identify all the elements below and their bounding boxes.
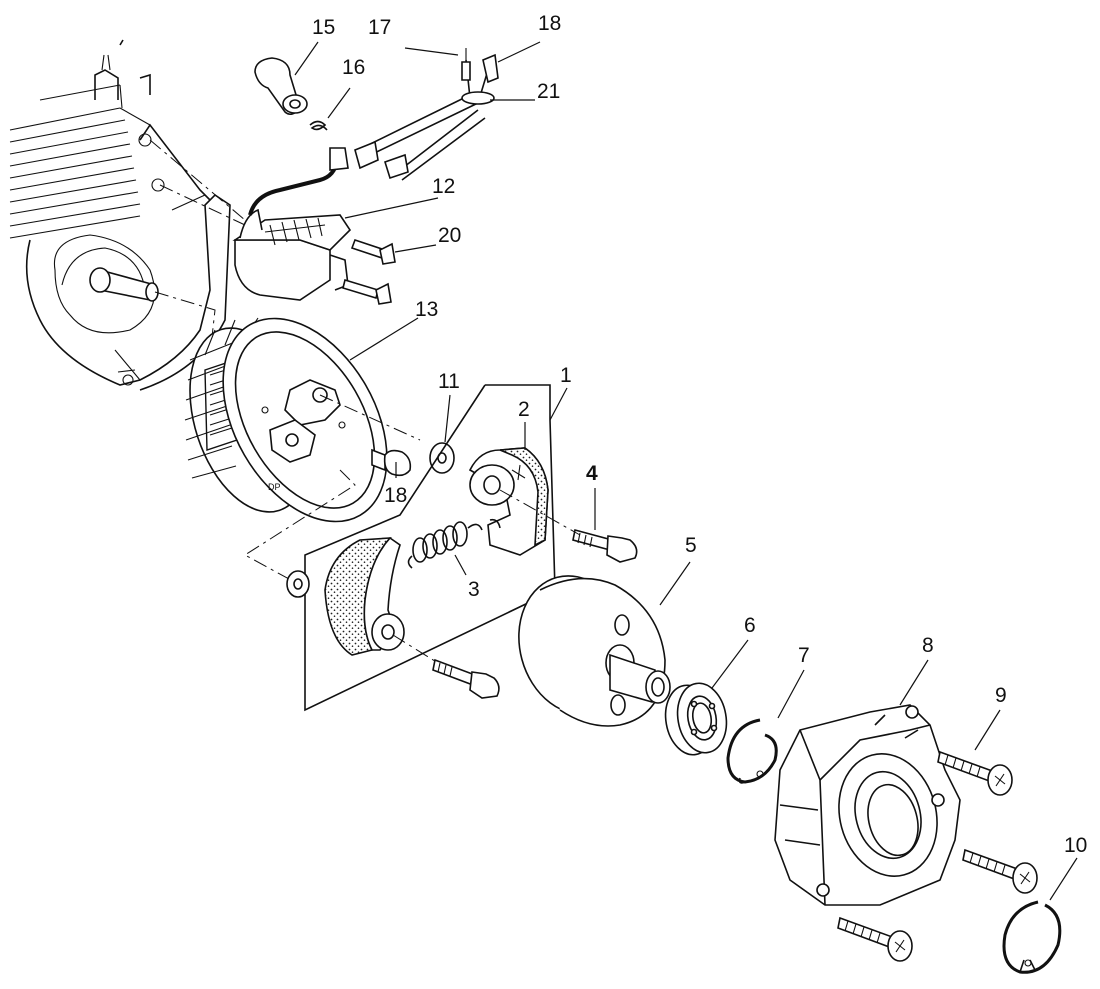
- circlip: [726, 718, 778, 784]
- washer: [429, 442, 455, 474]
- callout-14: 15: [312, 16, 335, 39]
- callout-16: 17: [368, 16, 391, 39]
- callout-3: 3: [468, 578, 480, 601]
- callout-2: 2: [518, 398, 530, 421]
- callout-5: 5: [685, 534, 697, 557]
- callout-13: 13: [415, 298, 438, 321]
- callout-17: 18: [538, 12, 561, 35]
- clutch-spring: [407, 518, 501, 569]
- callout-18: 18: [384, 484, 407, 507]
- bearing: [664, 682, 728, 756]
- ignition-coil: [232, 208, 352, 301]
- callout-9: 9: [995, 684, 1007, 707]
- engine-crankcase: [9, 39, 231, 391]
- flywheel-nut: [371, 448, 412, 477]
- flywheel: DP: [184, 317, 388, 523]
- callout-labels: 15 16 17 18 21 12 20 13 11 1 2 4 18 3 5 …: [312, 12, 1087, 857]
- circlip: [1002, 900, 1062, 974]
- callout-4: 4: [586, 462, 598, 485]
- callout-10: 10: [1064, 834, 1087, 857]
- clutch-shoe: [468, 447, 549, 556]
- callout-11: 11: [438, 370, 460, 393]
- shoulder-bolt: [432, 529, 638, 699]
- washer: [286, 570, 310, 598]
- callout-7: 7: [798, 644, 810, 667]
- cover-screw: [837, 750, 1038, 962]
- clutch-cover: [774, 704, 961, 906]
- callout-12: 12: [432, 175, 455, 198]
- leader-lines: [294, 41, 1078, 901]
- cap-spring: [309, 120, 328, 131]
- clutch-drum: [518, 575, 671, 727]
- callout-6: 6: [744, 614, 756, 637]
- callout-8: 8: [922, 634, 934, 657]
- clutch-shoe: [324, 536, 405, 656]
- svg-text:DP: DP: [268, 482, 281, 492]
- stop-switch-wire: [354, 48, 499, 181]
- callout-21: 21: [537, 80, 560, 103]
- spark-plug-cap: [254, 57, 308, 116]
- callout-20: 20: [438, 224, 461, 247]
- coil-screw: [342, 238, 396, 305]
- clutch-assembly-bracket: [304, 384, 556, 712]
- callout-1: 1: [560, 364, 572, 387]
- callout-15: 16: [342, 56, 365, 79]
